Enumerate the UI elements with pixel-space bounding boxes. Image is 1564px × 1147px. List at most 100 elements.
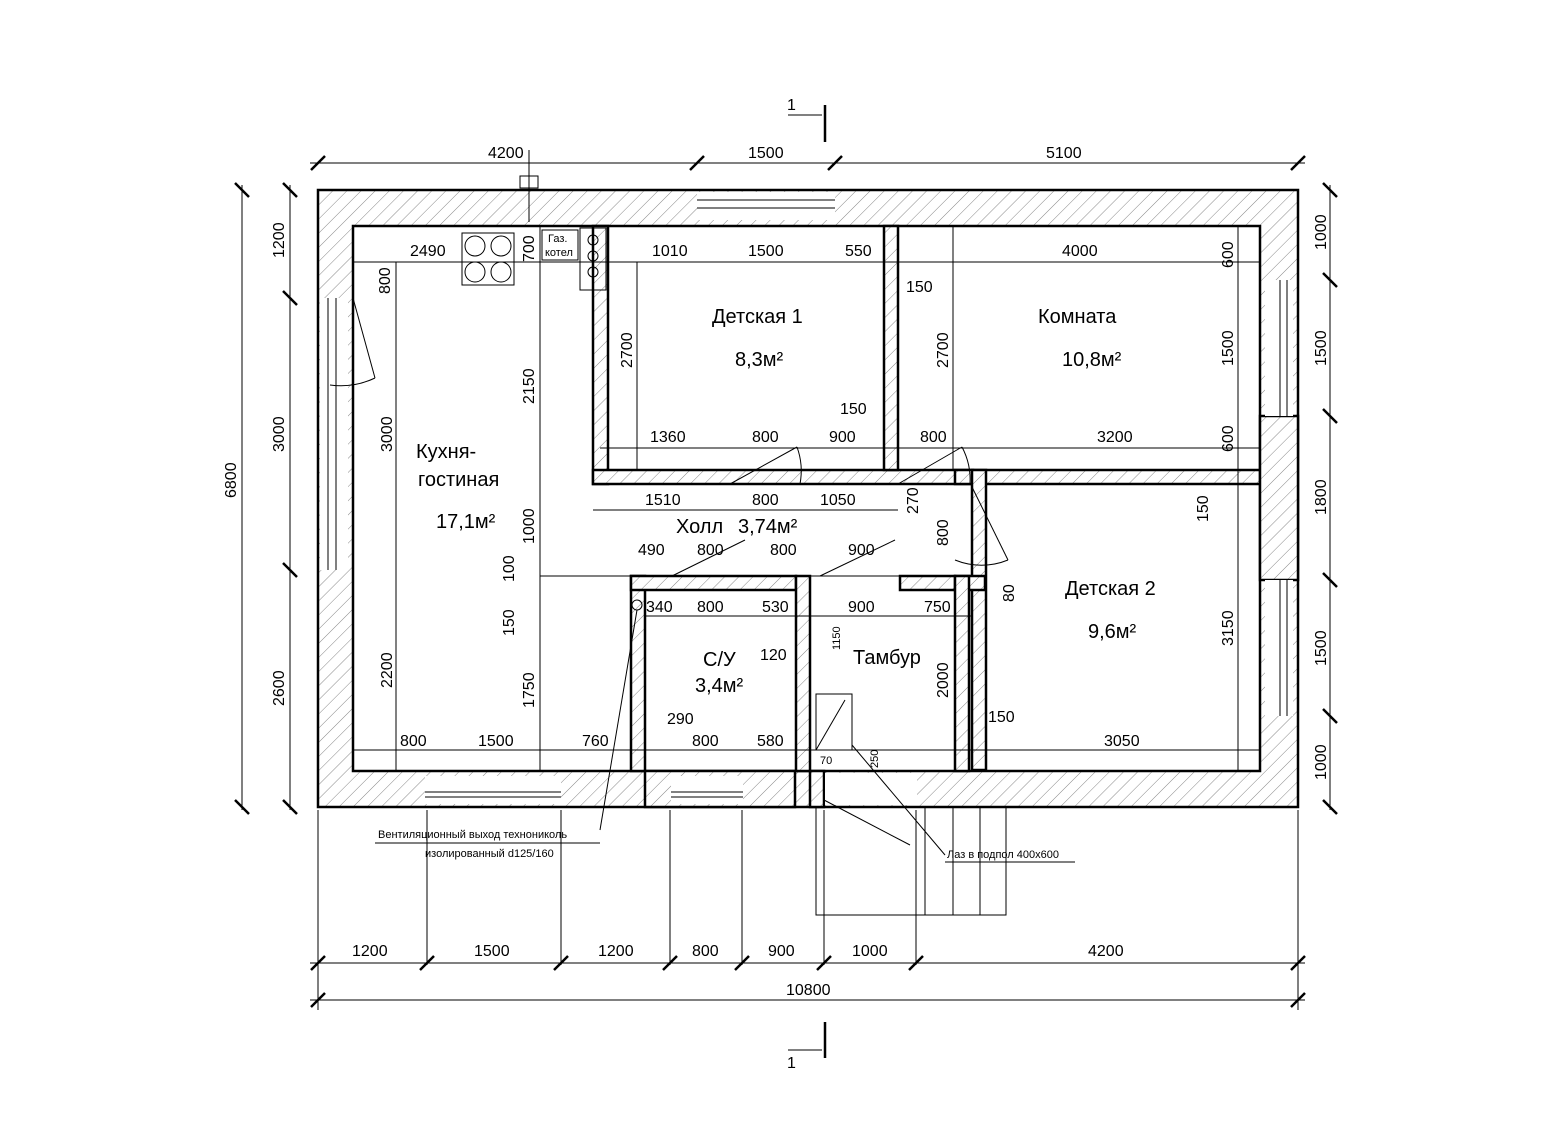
dimension-label: 1000 [1313, 744, 1330, 780]
hall-area: 3,74м² [738, 516, 798, 538]
dimension-label: 120 [760, 647, 787, 664]
dimension-label: 900 [829, 429, 856, 446]
dimension-label: 340 [646, 599, 673, 616]
gas-boiler: Газ. котел [519, 150, 607, 291]
dimension-texts: 4200 1500 5100 1200 1500 1200 800 900 10… [223, 145, 1330, 999]
dimension-label: 900 [848, 542, 875, 559]
dimension-label: 800 [692, 943, 719, 960]
dimension-label: 10800 [786, 982, 831, 999]
dimension-label: 1 [787, 1055, 796, 1072]
dimension-label: 800 [377, 267, 394, 294]
vent-note-2: изолированный d125/160 [425, 848, 554, 860]
windows [320, 192, 1293, 805]
dimension-label: 2490 [410, 243, 446, 260]
dimension-label: 1 [787, 97, 796, 114]
dimension-label: 2000 [935, 662, 952, 698]
dimension-label: 2150 [521, 368, 538, 404]
dimension-label: 100 [501, 555, 518, 582]
dimension-label: 3000 [271, 416, 288, 452]
dimension-label: 800 [935, 519, 952, 546]
dimension-label: 1150 [831, 626, 843, 650]
dimension-label: 800 [697, 542, 724, 559]
room-area: 10,8м² [1062, 349, 1122, 371]
dimension-ticks [234, 155, 1338, 1008]
dimension-label: 600 [1220, 241, 1237, 268]
dimension-label: 250 [869, 750, 881, 768]
dimension-label: 1200 [352, 943, 388, 960]
dimension-label: 2700 [619, 332, 636, 368]
child1-area: 8,3м² [735, 349, 784, 371]
dimension-label: 150 [988, 709, 1015, 726]
dimension-label: 800 [400, 733, 427, 750]
dimension-label: 1500 [1220, 330, 1237, 366]
dimension-label: 1500 [478, 733, 514, 750]
stove [461, 232, 515, 286]
dimension-label: 150 [501, 609, 518, 636]
boiler-label-1: Газ. [548, 233, 567, 245]
bath-area: 3,4м² [695, 675, 744, 697]
hall-name: Холл [676, 516, 723, 538]
interior-walls [591, 224, 1300, 809]
dimension-label: 290 [667, 711, 694, 728]
porch [815, 806, 1007, 916]
dimension-label: 800 [692, 733, 719, 750]
dimension-label: 4000 [1062, 243, 1098, 260]
dimension-label: 750 [924, 599, 951, 616]
dimension-label: 580 [757, 733, 784, 750]
dimension-label: 270 [905, 487, 922, 514]
dimension-lines [241, 162, 1331, 1010]
dimension-label: 1360 [650, 429, 686, 446]
hatch-note: Лаз в подпол 400х600 [947, 849, 1059, 861]
dimension-label: 3150 [1220, 610, 1237, 646]
dimension-label: 1500 [748, 145, 784, 162]
dimension-label: 1050 [820, 492, 856, 509]
dimension-label: 800 [770, 542, 797, 559]
dimension-label: 2700 [935, 332, 952, 368]
dimension-label: 600 [1220, 425, 1237, 452]
dimension-label: 1500 [748, 243, 784, 260]
dimension-label: 760 [582, 733, 609, 750]
notes: Вентиляционный выход технониколь изолиро… [375, 829, 1075, 863]
dimension-label: 1500 [1313, 330, 1330, 366]
dimension-label: 1010 [652, 243, 688, 260]
dimension-label: 550 [845, 243, 872, 260]
dimension-label: 900 [848, 599, 875, 616]
section-marker-bottom: 1 [787, 1022, 827, 1072]
vestibule-name: Тамбур [853, 647, 921, 669]
dimension-label: 490 [638, 542, 665, 559]
dimension-label: 2600 [271, 670, 288, 706]
child1-name: Детская 1 [712, 306, 803, 328]
kitchen-name-1: Кухня- [416, 441, 476, 463]
dimension-label: 530 [762, 599, 789, 616]
dimension-label: 4200 [1088, 943, 1124, 960]
dimension-label: 1500 [474, 943, 510, 960]
dimension-label: 2200 [379, 652, 396, 688]
dimension-label: 1750 [521, 672, 538, 708]
boiler-label-2: котел [545, 247, 573, 259]
kitchen-name-2: гостиная [418, 469, 499, 491]
room-labels: Кухня- гостиная 17,1м² Детская 1 8,3м² К… [416, 306, 1156, 697]
dimension-label: 800 [920, 429, 947, 446]
dimension-label: 1800 [1313, 479, 1330, 515]
section-marker-top: 1 [787, 97, 827, 142]
dimension-label: 1000 [521, 508, 538, 544]
dimension-label: 3200 [1097, 429, 1133, 446]
dimension-label: 1200 [598, 943, 634, 960]
dimension-label: 3000 [379, 416, 396, 452]
child2-name: Детская 2 [1065, 578, 1156, 600]
kitchen-area: 17,1м² [436, 511, 496, 533]
vent-note-1: Вентиляционный выход технониколь [378, 829, 567, 841]
dimension-label: 800 [752, 492, 779, 509]
dimension-label: 80 [1001, 584, 1018, 602]
room-name: Комната [1038, 306, 1117, 328]
dimension-label: 5100 [1046, 145, 1082, 162]
dimension-label: 70 [820, 755, 832, 767]
vent-pipe [599, 599, 643, 831]
dimension-label: 150 [840, 401, 867, 418]
dimension-label: 150 [906, 279, 933, 296]
dimension-label: 800 [697, 599, 724, 616]
outer-walls [316, 188, 1300, 809]
child2-area: 9,6м² [1088, 621, 1137, 643]
dimension-label: 800 [752, 429, 779, 446]
